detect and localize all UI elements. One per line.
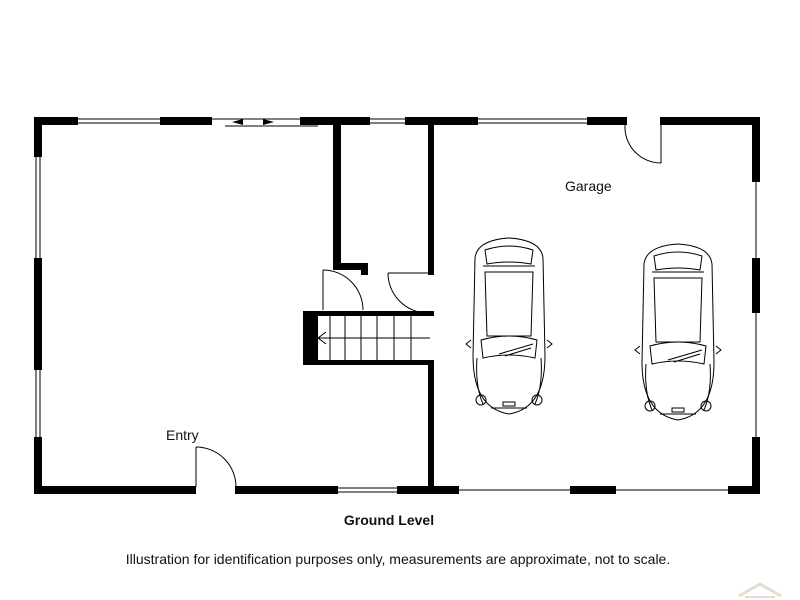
car-icon <box>465 237 553 415</box>
walls <box>34 117 760 494</box>
door-swing-icon <box>195 124 662 488</box>
stair-arrow-icon <box>317 316 430 360</box>
watermark-logo-icon <box>738 582 782 598</box>
car-icon <box>634 243 722 421</box>
windows <box>35 118 757 493</box>
room-label-entry: Entry <box>166 427 199 443</box>
plan-title: Ground Level <box>343 512 435 528</box>
sliding-door-arrows <box>232 119 274 125</box>
disclaimer-text: Illustration for identification purposes… <box>125 551 671 567</box>
room-label-garage: Garage <box>565 178 612 194</box>
